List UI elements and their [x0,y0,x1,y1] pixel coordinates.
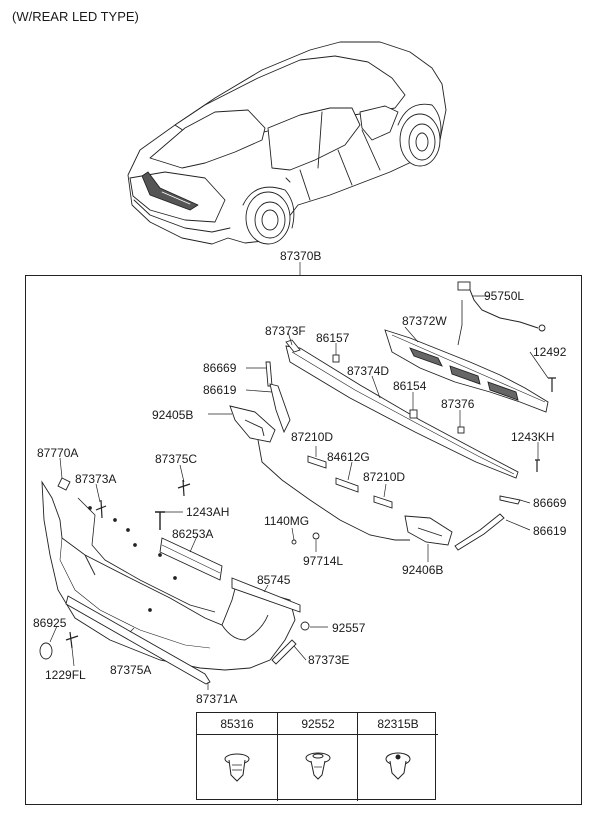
legend-header-2: 92552 [278,713,358,735]
part-label-92557: 92557 [332,621,366,635]
part-label-87373E: 87373E [308,653,350,667]
push-clip-icon [224,753,250,782]
part-label-12492: 12492 [533,345,567,359]
part-label-86669-right: 86669 [533,496,567,510]
part-label-87373A: 87373A [75,472,117,486]
part-label-92406B: 92406B [402,563,444,577]
legend-header-1: 85316 [197,713,277,735]
legend-cell-3: 82315B [357,713,438,801]
side-strip-right [271,639,297,665]
assembly-label: 87370B [280,249,322,263]
part-label-1243AH: 1243AH [186,505,230,519]
part-label-1140MG: 1140MG [264,514,310,528]
part-label-86619-top: 86619 [203,383,237,397]
part-label-87373F: 87373F [265,324,306,338]
part-label-1243KH: 1243KH [511,430,555,444]
part-label-86253A: 86253A [172,527,214,541]
part-label-87210D-a: 87210D [291,430,334,444]
part-label-95750L: 95750L [484,289,525,303]
legend-cell-1: 85316 [197,713,277,801]
part-label-85745: 85745 [257,573,291,587]
assembly-frame [25,275,582,805]
part-label-87374D: 87374D [347,364,390,378]
part-label-84612G: 84612G [327,450,370,464]
rivet-clip-icon [385,752,411,780]
part-label-87376: 87376 [441,397,475,411]
part-label-87770A: 87770A [37,446,79,460]
part-label-86154: 86154 [393,379,427,393]
leader-lines [49,262,549,690]
upper-beam-87374d [285,345,519,479]
part-label-87210D-b: 87210D [363,470,406,484]
part-label-86619-right: 86619 [533,524,567,538]
part-label-87372W: 87372W [402,314,447,328]
page-title: (W/REAR LED TYPE) [12,9,139,24]
part-label-1229FL: 1229FL [45,668,86,682]
part-label-86669-top: 86669 [203,361,237,375]
part-label-86157: 86157 [316,331,350,345]
part-label-86925: 86925 [33,616,67,630]
part-label-87375A: 87375A [110,663,152,677]
legend-header-3: 82315B [358,713,438,735]
legend-cell-2: 92552 [277,713,358,801]
clip-legend-table: 85316 92552 82315B [196,712,438,801]
part-label-97714L: 97714L [303,554,344,568]
screw-clip-icon [305,752,331,780]
part-label-92405B: 92405B [152,408,194,422]
vehicle-illustration [127,41,447,245]
part-label-87371A: 87371A [196,692,238,706]
part-label-87375C: 87375C [155,452,198,466]
